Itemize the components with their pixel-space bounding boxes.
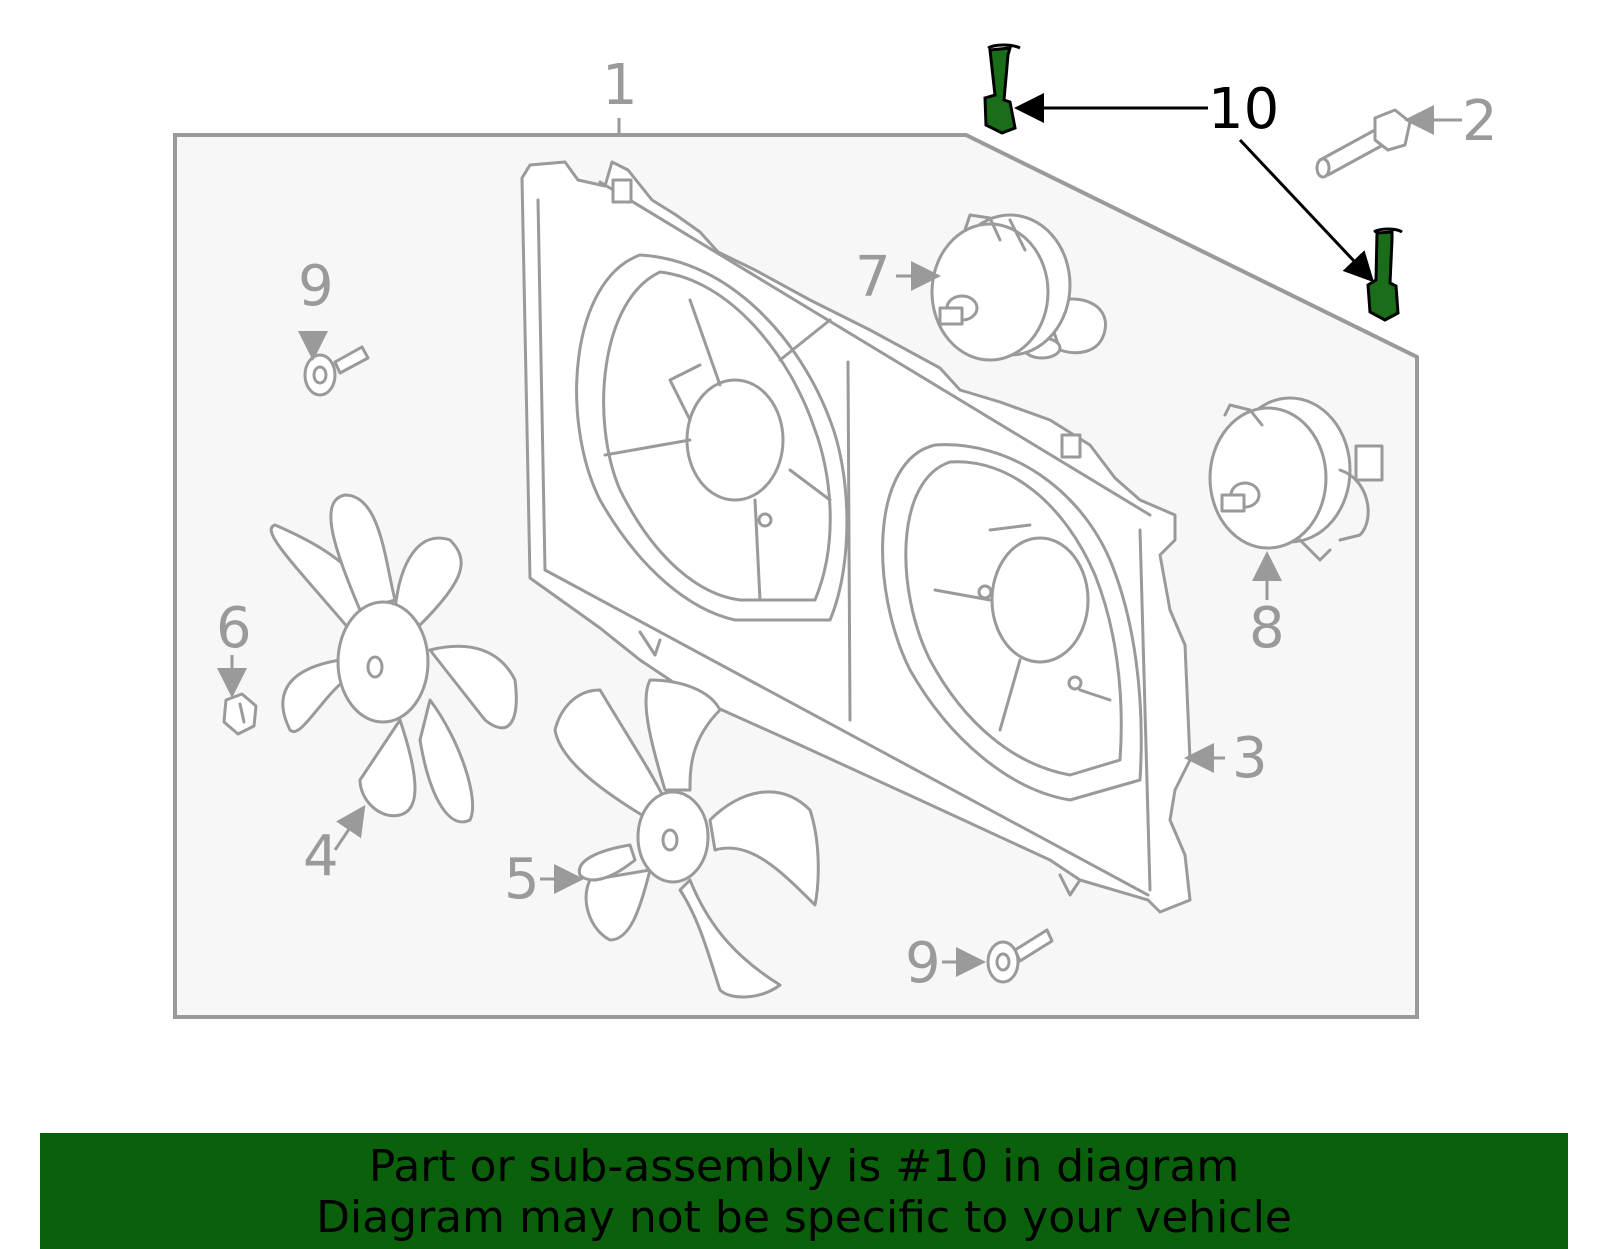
- callout-4-leader: [333, 805, 366, 851]
- fan-shroud: [520, 160, 1192, 914]
- callout-2: 2: [1462, 89, 1498, 154]
- callout-9-lower: 9: [905, 931, 941, 996]
- fan-motor-7: [930, 213, 1107, 362]
- bolt-9-upper: [303, 345, 370, 397]
- callout-10: 10: [1208, 77, 1279, 142]
- callout-10-leader-lower: [1238, 138, 1375, 283]
- clip-10-upper: [983, 43, 1021, 135]
- fan-motor-8: [1208, 396, 1384, 562]
- callout-3: 3: [1232, 726, 1268, 791]
- callout-4: 4: [303, 824, 339, 889]
- nut-6: [222, 692, 258, 736]
- info-banner: Part or sub-assembly is #10 in diagram D…: [40, 1133, 1568, 1249]
- bolt-9-lower: [986, 928, 1054, 984]
- callout-8: 8: [1249, 596, 1285, 661]
- banner-line-2: Diagram may not be specific to your vehi…: [316, 1192, 1292, 1243]
- clip-10-lower: [1366, 227, 1403, 322]
- callout-7: 7: [855, 245, 891, 310]
- fan-blade-4: [269, 493, 518, 824]
- bolt-2: [1315, 108, 1412, 179]
- banner-line-1: Part or sub-assembly is #10 in diagram: [368, 1141, 1240, 1192]
- callout-1: 1: [602, 53, 638, 118]
- callout-6: 6: [216, 596, 252, 661]
- callout-5: 5: [504, 847, 540, 912]
- callout-9-upper: 9: [298, 254, 334, 319]
- fan-blade-5: [553, 678, 820, 999]
